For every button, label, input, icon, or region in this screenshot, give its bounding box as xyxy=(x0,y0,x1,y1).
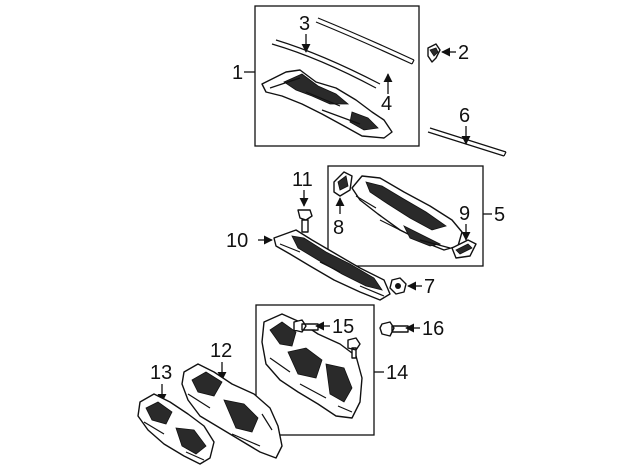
callout-11: 11 xyxy=(292,169,313,191)
callout-10: 10 xyxy=(226,230,248,252)
silencer-part: 13 xyxy=(137,362,215,465)
callout-9: 9 xyxy=(459,203,470,225)
cowl-panel xyxy=(351,175,463,251)
bolt-icon xyxy=(293,319,319,333)
bolt-icon xyxy=(297,209,313,233)
callout-2: 2 xyxy=(458,42,469,64)
callout-5: 5 xyxy=(494,204,505,226)
weatherstrip xyxy=(315,17,415,65)
callout-13: 13 xyxy=(150,362,172,384)
bolt-15: 15 xyxy=(293,316,354,338)
bolt-icon xyxy=(347,337,361,359)
reinforcement-part: 10 xyxy=(226,229,391,301)
dash-panel xyxy=(261,313,363,419)
seal-part: 6 xyxy=(427,105,507,157)
bolt-16-part: 16 xyxy=(379,318,444,340)
dash-panel-group: 14 15 xyxy=(255,304,408,436)
callout-16: 16 xyxy=(422,318,444,340)
cowl-panel-group: 5 8 9 xyxy=(327,165,505,267)
callout-1: 1 xyxy=(232,62,243,84)
bolt-icon xyxy=(379,321,409,337)
group-5-frame xyxy=(327,165,484,267)
left-bracket xyxy=(333,171,353,197)
seal-strip xyxy=(271,39,381,89)
right-bracket xyxy=(451,239,477,259)
bolt-11-part: 11 xyxy=(292,169,313,233)
callout-4: 4 xyxy=(381,93,392,115)
seal xyxy=(427,127,507,157)
callout-12: 12 xyxy=(210,340,232,362)
cowl-top-panel xyxy=(261,69,393,139)
callout-8: 8 xyxy=(333,217,344,239)
group-14-frame xyxy=(255,304,375,436)
cowl-top-group: 1 3 4 xyxy=(232,5,420,147)
callout-15: 15 xyxy=(332,316,354,338)
insulator-part: 12 xyxy=(181,340,283,459)
callout-3: 3 xyxy=(299,13,310,35)
nut-part: 7 xyxy=(389,276,435,298)
group-1-frame xyxy=(254,5,420,147)
callout-14: 14 xyxy=(386,362,408,384)
callout-7: 7 xyxy=(424,276,435,298)
callout-6: 6 xyxy=(459,105,470,127)
clip-part: 2 xyxy=(427,42,469,64)
